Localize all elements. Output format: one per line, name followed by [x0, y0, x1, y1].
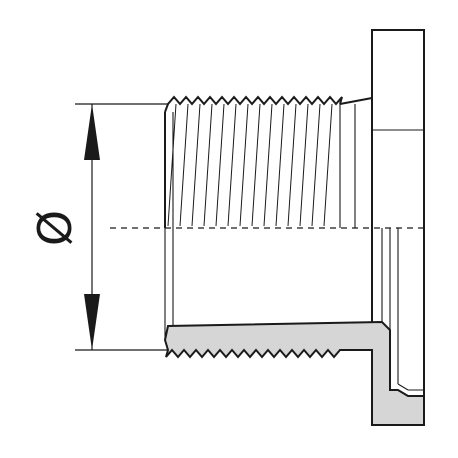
flange-recess: [397, 383, 424, 391]
thread-flank-line: [323, 103, 333, 227]
thread-hatches: [167, 103, 333, 227]
threaded-body-view: [164, 95, 373, 228]
thread-crest-top: [164, 95, 343, 113]
thread-flank-line: [239, 103, 249, 227]
section-wall: [163, 320, 425, 426]
thread-flank-line: [299, 103, 309, 227]
thread-flank-line: [179, 103, 189, 227]
threaded-body-section: [163, 228, 425, 426]
diameter-symbol: Ø: [28, 210, 82, 246]
thread-flank-line: [275, 103, 285, 227]
arrow-top: [84, 104, 100, 160]
thread-flank-line: [215, 103, 225, 227]
thread-flank-line: [287, 103, 297, 227]
thread-flank-line: [203, 103, 213, 227]
thread-flank-line: [251, 103, 261, 227]
thread-flank-line: [227, 103, 237, 227]
diameter-dimension: Ø: [28, 103, 168, 351]
arrow-bottom: [84, 294, 100, 350]
thread-flank-line: [167, 103, 177, 227]
thread-runout: [339, 97, 373, 105]
thread-flank-line: [191, 103, 201, 227]
thread-flank-line: [263, 103, 273, 227]
thread-flank-line: [311, 103, 321, 227]
